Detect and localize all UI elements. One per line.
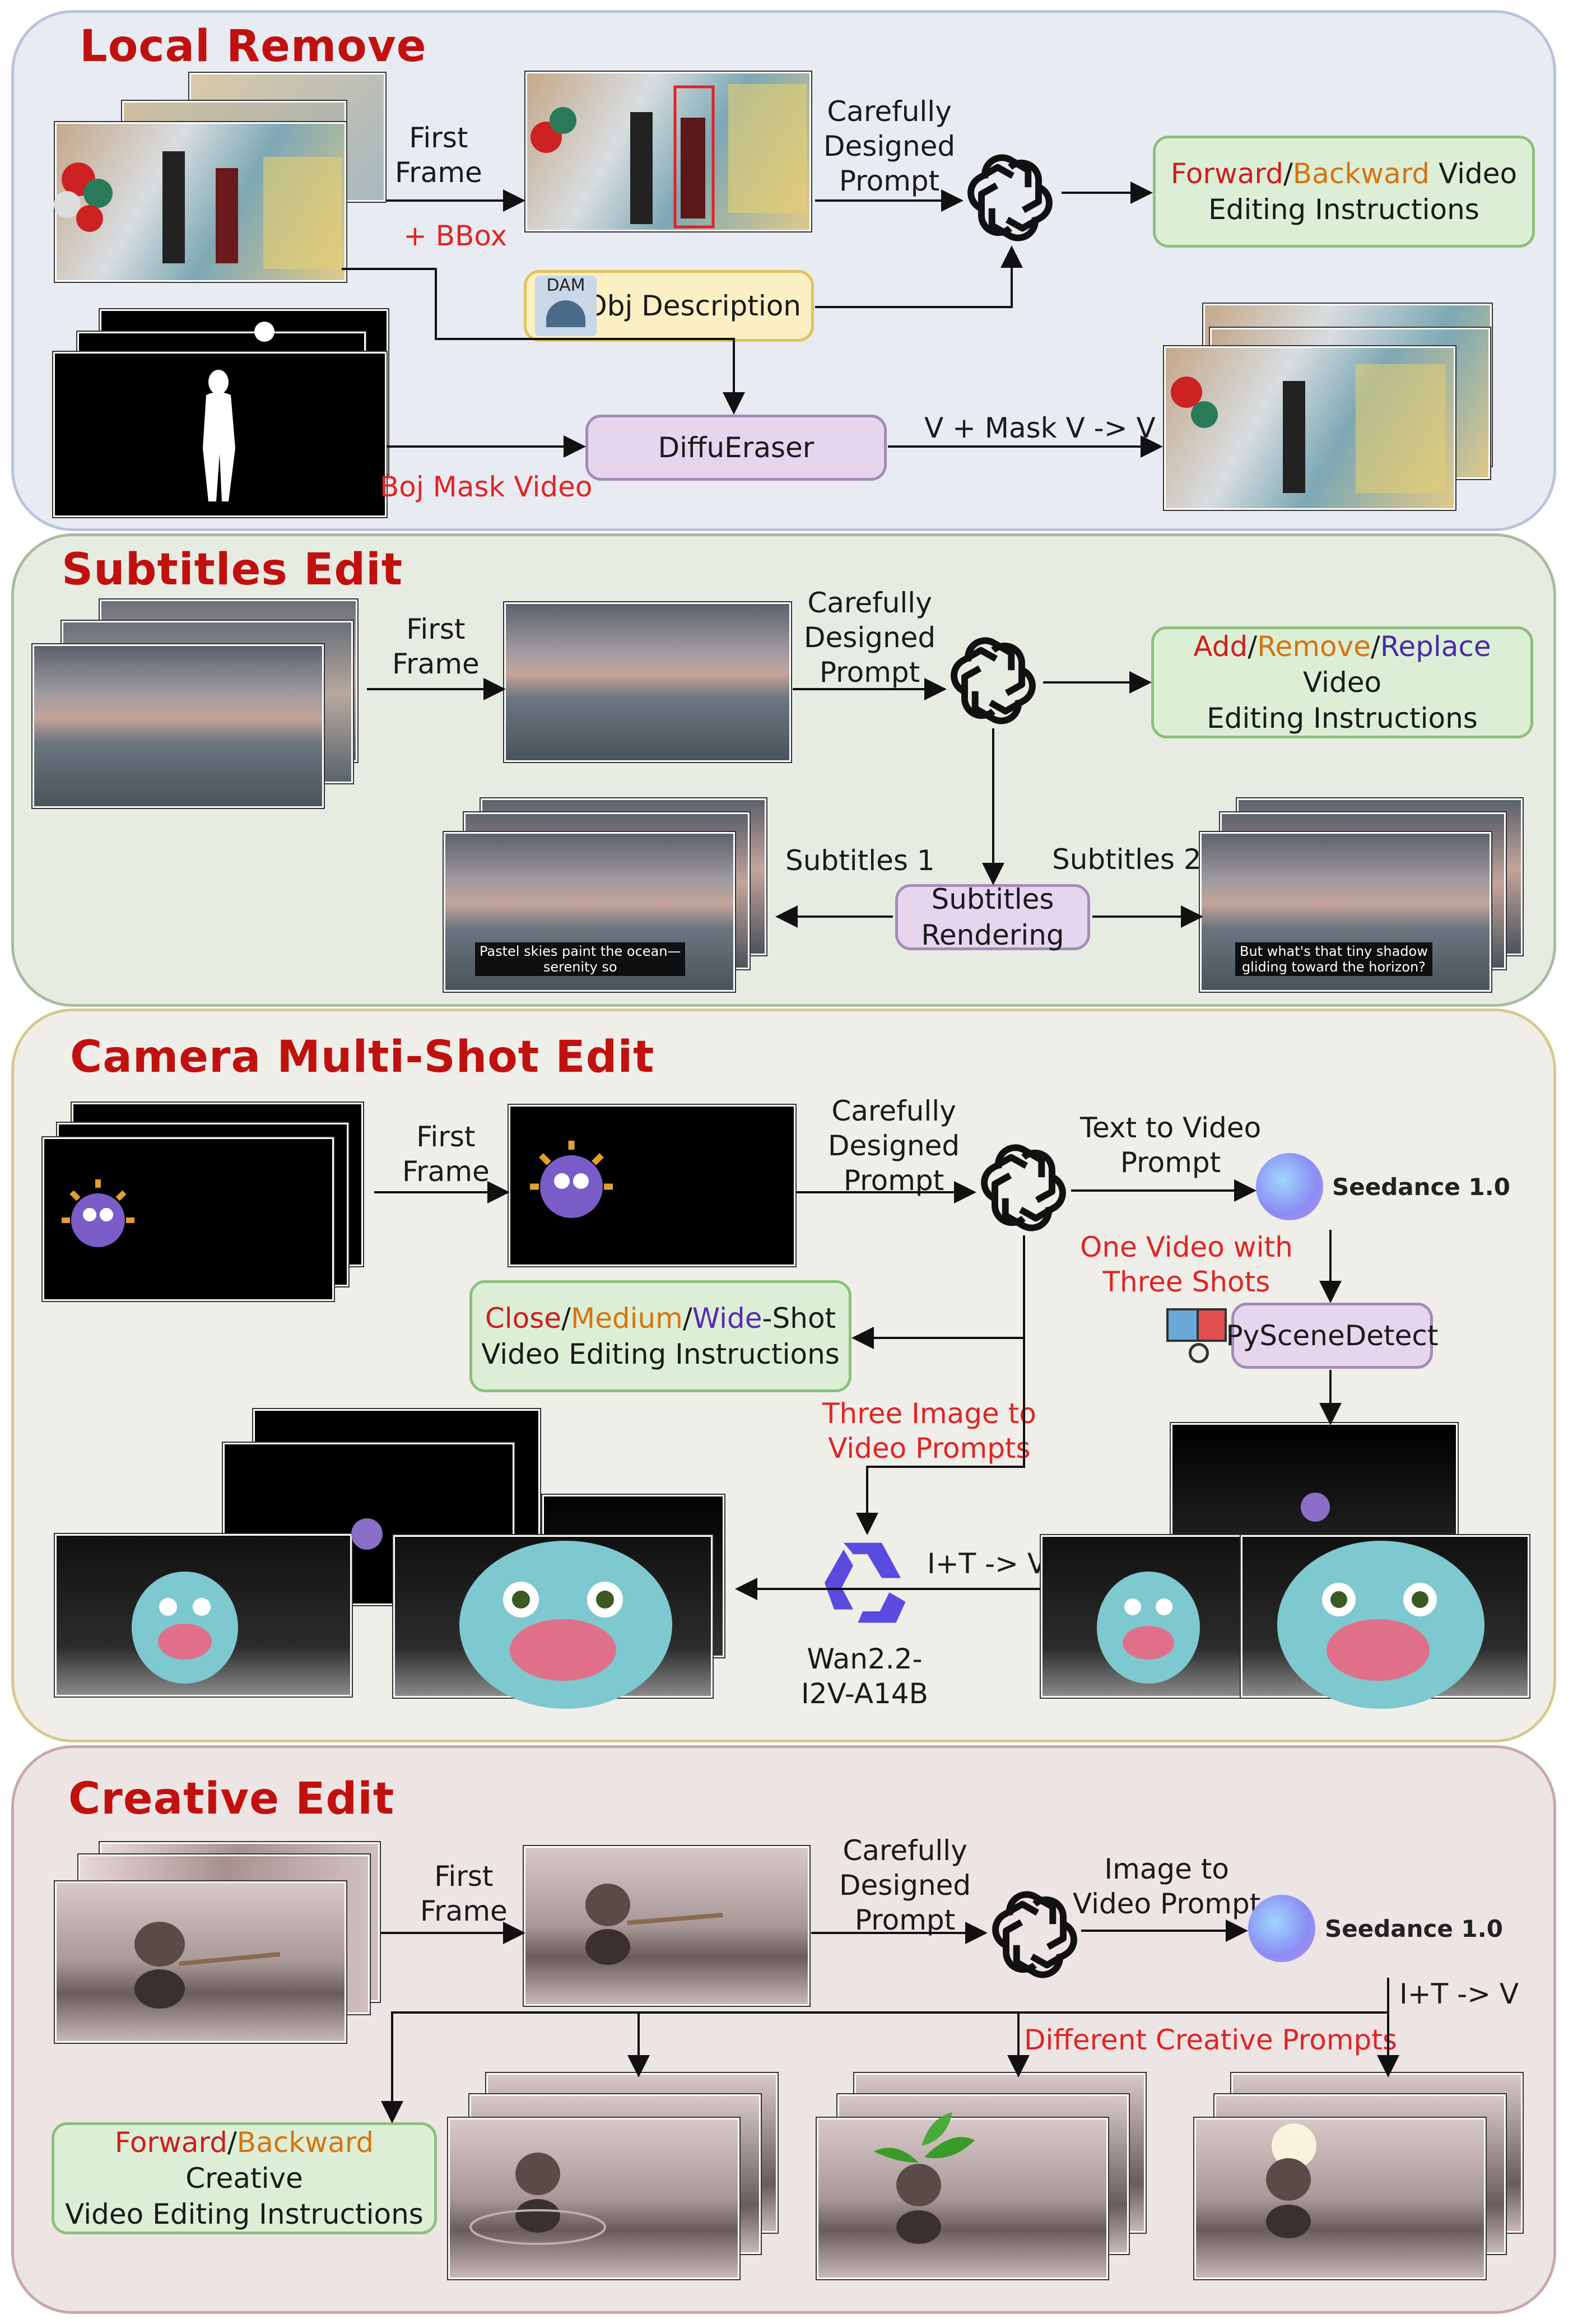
dam-logo: DAM <box>535 276 597 336</box>
diffueraser-label: DiffuEraser <box>658 431 815 464</box>
seedance-logo-icon <box>1248 1895 1315 1962</box>
close-text: Close <box>485 1302 562 1335</box>
cam-right-medium <box>1041 1535 1251 1698</box>
openai-logo-icon <box>981 1144 1066 1231</box>
forward-text: Forward <box>1170 157 1283 190</box>
wide-text: Wide <box>692 1302 762 1335</box>
cam-left-wide <box>55 1534 352 1696</box>
output-frame-front <box>1164 346 1455 510</box>
first-frame-label-4: First Frame <box>420 1860 508 1927</box>
slash: / <box>227 2126 237 2159</box>
title-camera: Camera Multi-Shot Edit <box>70 1032 655 1082</box>
first-frame-label-1: First Frame <box>395 122 482 189</box>
cr-out3-front <box>1194 2118 1486 2279</box>
title-creative: Creative Edit <box>68 1774 395 1824</box>
it2v-label-cr: I+T -> V <box>1399 1978 1519 2010</box>
title-local-remove: Local Remove <box>80 21 427 72</box>
prompt-label-1: Carefully Designed Prompt <box>823 95 956 197</box>
prompt-label-4: Carefully Designed Prompt <box>839 1834 971 1936</box>
video-frame-front <box>55 122 346 282</box>
instr-line2: Editing Instructions <box>1207 702 1478 735</box>
seedance-label-2: Seedance 1.0 <box>1325 1915 1503 1942</box>
subtitle-1-text: Pastel skies paint the ocean— serenity s… <box>475 942 686 976</box>
formula-label: V + Mask V -> V <box>924 412 1156 444</box>
bbox-label: + BBox <box>403 220 508 252</box>
instr-line2: Editing Instructions <box>1208 193 1479 226</box>
slash: / <box>561 1302 571 1335</box>
cam-video-front <box>43 1137 334 1301</box>
prompt-label-2: Carefully Designed Prompt <box>804 587 936 689</box>
seedance-logo-icon <box>1256 1153 1323 1220</box>
dam-label: DAM <box>546 276 585 295</box>
first-frame-label-2: First Frame <box>392 613 480 680</box>
pyscenedetect-label: PySceneDetect <box>1226 1319 1439 1352</box>
instr-line2: Video Editing Instructions <box>65 2198 424 2230</box>
shot-text: -Shot <box>762 1302 836 1335</box>
subtitle-2-text: But what's that tiny shadow gliding towa… <box>1235 942 1432 976</box>
three-prompts-label: Three Image to Video Prompts <box>822 1397 1036 1465</box>
subtitles-2-label: Subtitles 2 <box>1052 843 1202 876</box>
title-subtitles: Subtitles Edit <box>62 545 403 595</box>
cr-video-front <box>55 1881 346 2043</box>
wan-logo-icon <box>825 1542 906 1623</box>
first-frame-image-1 <box>525 72 811 231</box>
replace-text: Replace <box>1380 630 1491 663</box>
medium-text: Medium <box>570 1302 683 1335</box>
pyscenedetect-box: PySceneDetect <box>1226 1303 1438 1369</box>
slash: / <box>1283 157 1293 190</box>
diffueraser-box: DiffuEraser <box>585 415 887 481</box>
slash: / <box>1248 630 1258 663</box>
prompt-label-3: Carefully Designed Prompt <box>828 1095 960 1197</box>
cr-out1-front <box>448 2118 739 2279</box>
mask-frame-front <box>53 352 387 517</box>
seedance-label-1: Seedance 1.0 <box>1332 1173 1510 1201</box>
instr-line2: Video Editing Instructions <box>481 1338 840 1370</box>
cr-out2-front <box>817 2118 1108 2279</box>
cam-right-close <box>1241 1535 1529 1698</box>
subtitles-rendering-box: Subtitles Rendering <box>895 883 1090 951</box>
obj-description-label: Obj Description <box>585 290 801 322</box>
forward-text: Forward <box>114 2126 227 2159</box>
subtitles-1-label: Subtitles 1 <box>785 844 935 877</box>
backward-text: Backward <box>1292 157 1430 190</box>
video-text: Video <box>1302 666 1382 699</box>
instructions-box-4: Forward/Backward Creative Video Editing … <box>52 2122 437 2234</box>
i2v-prompt-label: Image to Video Prompt <box>1073 1853 1261 1920</box>
first-frame-label-3: First Frame <box>402 1121 490 1188</box>
first-frame-image-3 <box>509 1105 795 1266</box>
instructions-box-3: Close/Medium/Wide-Shot Video Editing Ins… <box>469 1280 851 1392</box>
t2v-prompt-label: Text to Video Prompt <box>1080 1112 1262 1179</box>
subtitles-rendering-label: Subtitles Rendering <box>921 883 1064 951</box>
instructions-box-2: Add/Remove/Replace Video Editing Instruc… <box>1151 626 1533 738</box>
video-text: Video <box>1430 157 1518 190</box>
instructions-box-1: Forward/Backward Video Editing Instructi… <box>1153 136 1535 248</box>
pyscenedetect-icon <box>1166 1303 1227 1363</box>
creative-text: Creative <box>185 2162 303 2195</box>
one-video-label: One Video with Three Shots <box>1080 1231 1293 1298</box>
wan-label: Wan2.2- I2V-A14B <box>801 1643 928 1710</box>
add-text: Add <box>1193 630 1248 663</box>
diff-prompts-label: Different Creative Prompts <box>1024 2024 1397 2056</box>
it2v-label-cam: I+T -> V <box>927 1547 1047 1580</box>
openai-logo-icon <box>992 1891 1077 1978</box>
first-frame-image-2 <box>504 602 791 762</box>
openai-logo-icon <box>967 154 1053 241</box>
openai-logo-icon <box>951 637 1036 724</box>
first-frame-image-4 <box>524 1846 809 2006</box>
remove-text: Remove <box>1257 630 1371 663</box>
slash: / <box>1370 630 1380 663</box>
cam-left-close <box>393 1535 713 1698</box>
slash: / <box>682 1302 692 1335</box>
backward-text: Backward <box>236 2126 374 2159</box>
sub-video-front <box>32 644 324 808</box>
mask-label: Boj Mask Video <box>380 471 593 503</box>
